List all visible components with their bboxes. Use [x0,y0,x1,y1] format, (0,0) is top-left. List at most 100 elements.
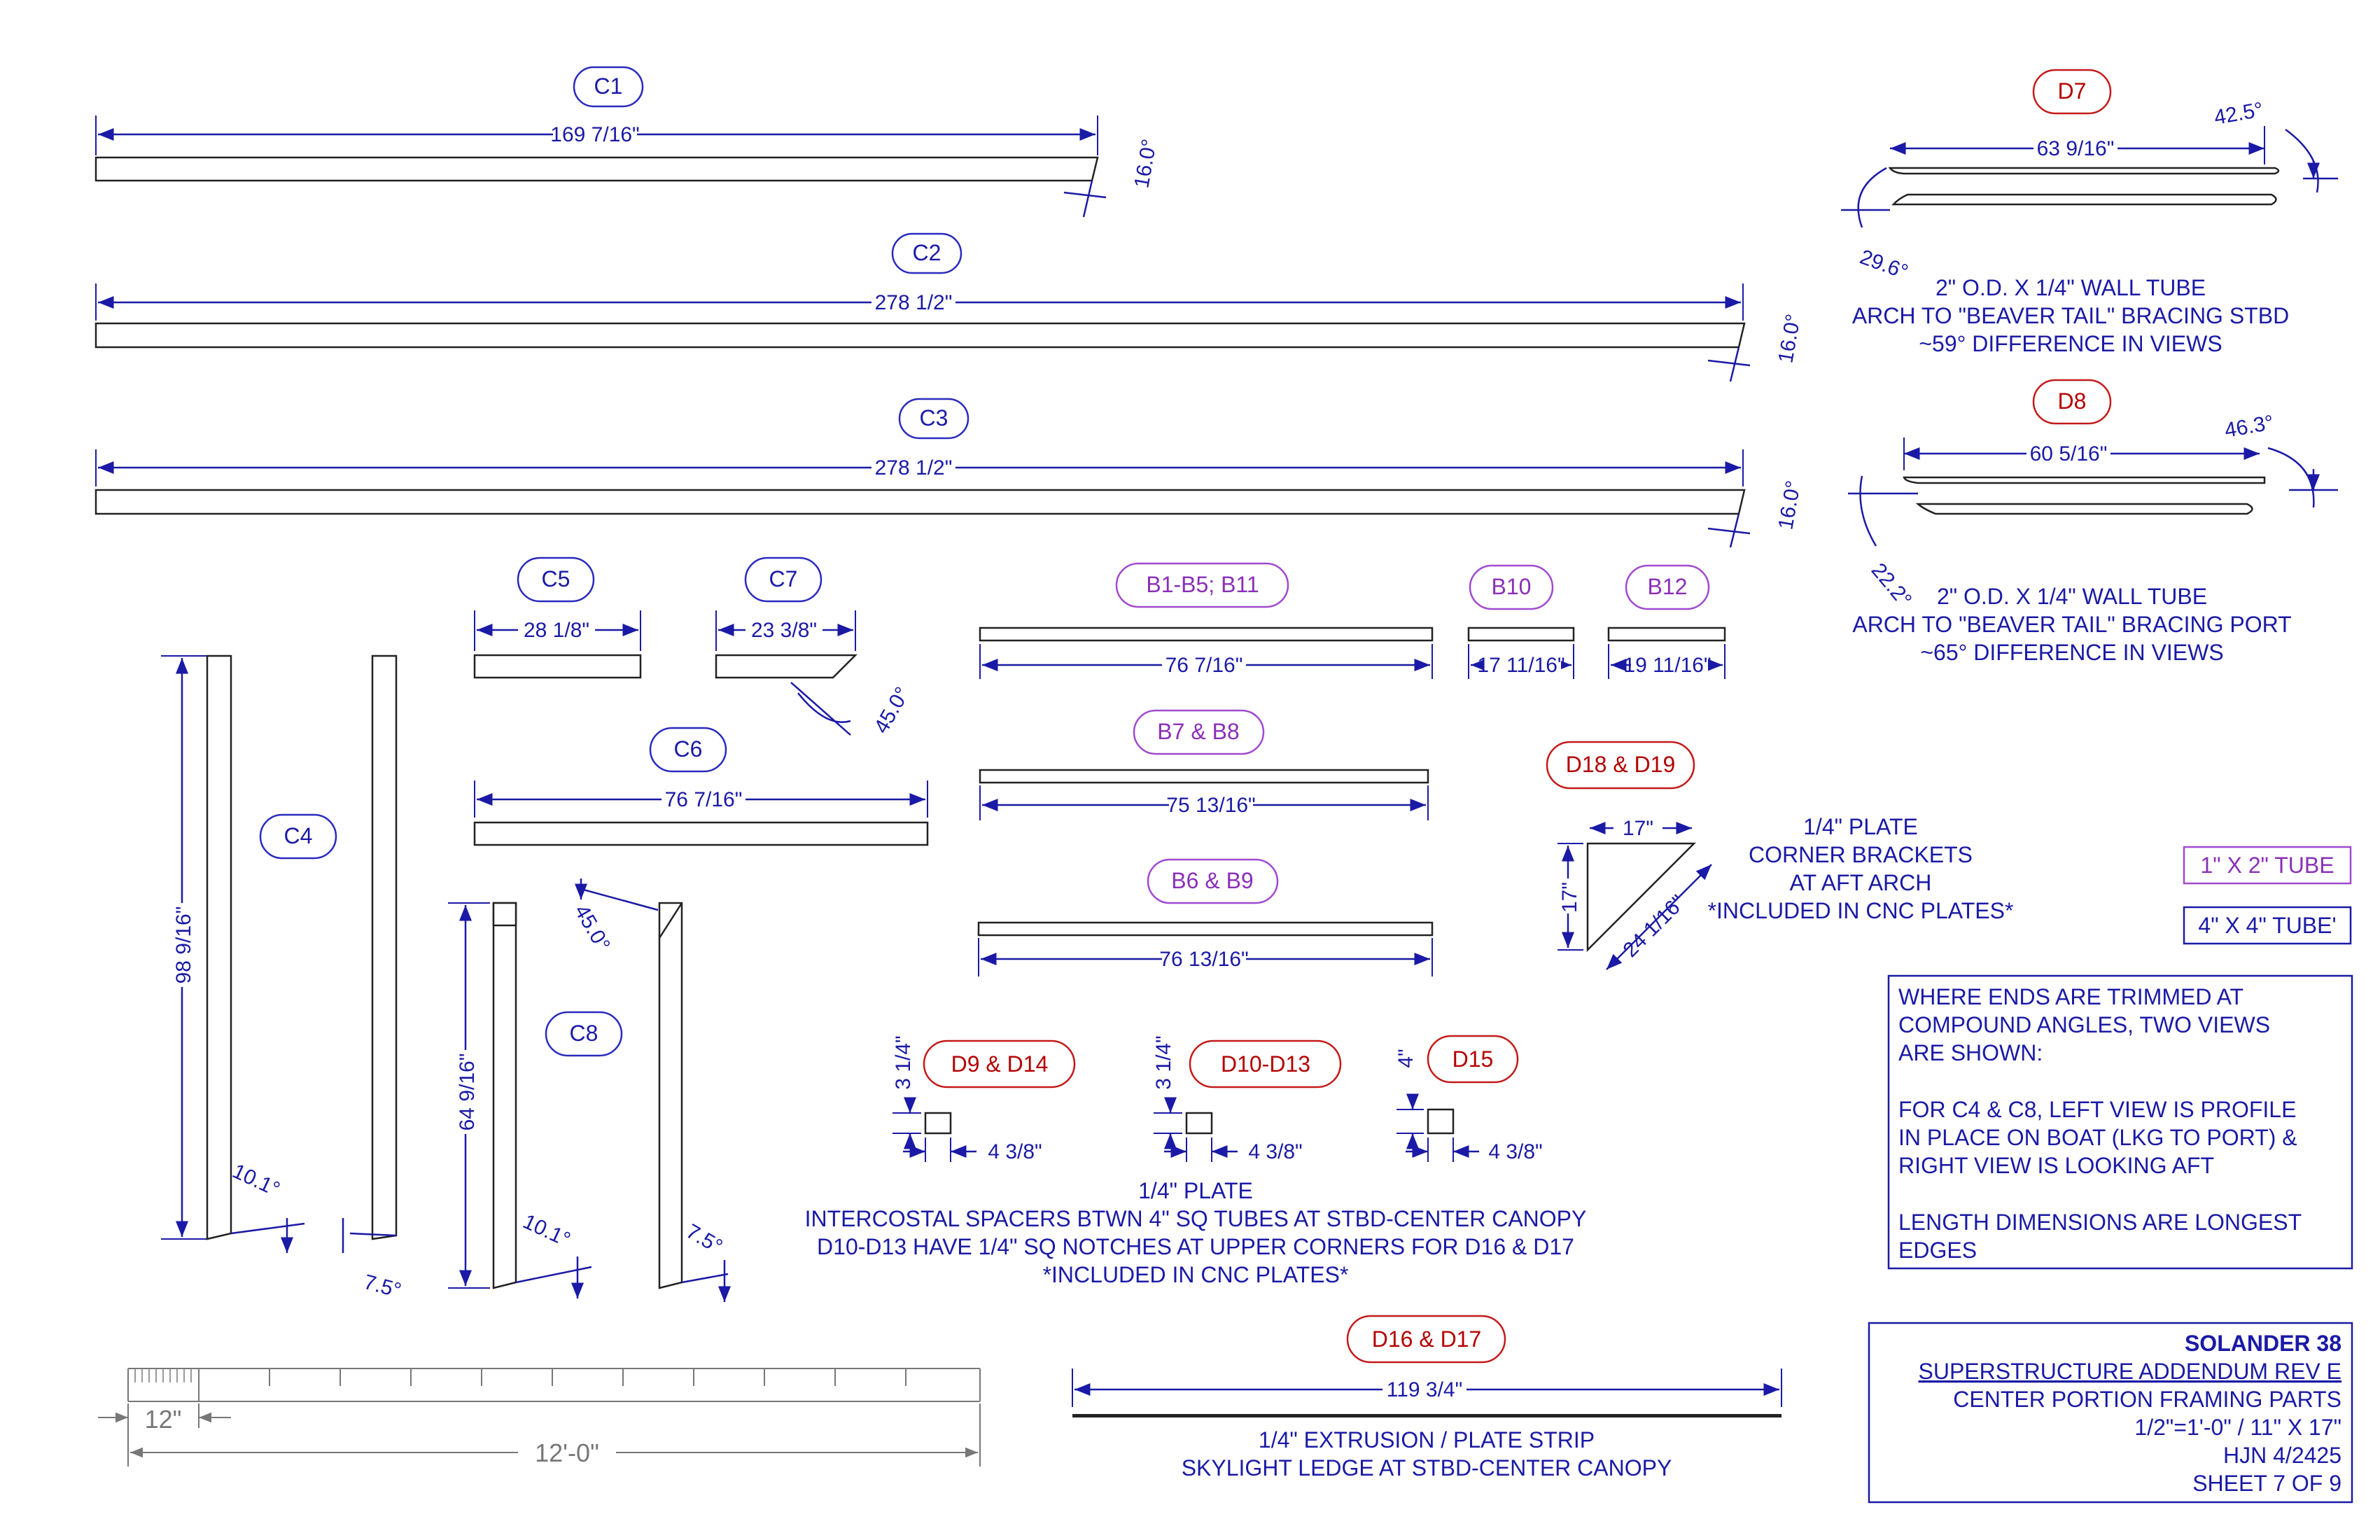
bar-c7 [715,654,858,679]
label-c8: C8 [570,1021,598,1046]
dim-d18-top: 17" [1623,817,1653,840]
dim-c7: 23 3/8" [751,619,817,642]
bar-c8-aft [658,902,683,1289]
label-c4: C4 [284,823,313,848]
angle-c8-b: 7.5° [682,1219,727,1258]
legend-1x2: 1" X 2" TUBE [2200,853,2334,878]
tube-d7-upper [1888,167,2280,175]
dim-c5: 28 1/8" [524,619,589,642]
note-d9-4: *INCLUDED IN CNC PLATES* [1043,1262,1349,1287]
title-project: SOLANDER 38 [2185,1331,2342,1356]
label-b12: B12 [1648,574,1688,599]
bar-c8-profile [492,902,517,1289]
info-line-1: WHERE ENDS ARE TRIMMED AT [1898,984,2244,1009]
plate-d9 [924,1112,952,1135]
part-c6: C6 76 7/16" [473,727,929,846]
dim-d7: 63 9/16" [2037,137,2115,160]
part-c5: C5 28 1/8" [473,556,642,679]
note-d16-1: 1/4" EXTRUSION / PLATE STRIP [1259,1427,1595,1452]
part-c8: C8 64 9/16" 45.0° 10.1° 7.5° [448,878,731,1302]
note-d7-1: 2" O.D. X 1/4" WALL TUBE [1935,275,2206,300]
info-line-10: EDGES [1898,1238,1977,1263]
plate-d15 [1427,1108,1455,1135]
angle-c8-top: 45.0° [570,901,615,955]
note-d9-2: INTERCOSTAL SPACERS BTWN 4" SQ TUBES AT … [805,1206,1587,1231]
part-c3: C3 278 1/2" 16.0° [94,398,1805,548]
angle-c7: 45.0° [869,683,914,737]
bar-b12 [1607,626,1726,642]
info-line-2: COMPOUND ANGLES, TWO VIEWS [1898,1012,2270,1037]
label-b6: B6 & B9 [1171,868,1253,893]
label-c1: C1 [594,74,623,99]
bar-c8-end [492,902,517,927]
part-b12: B12 19 11/16" [1607,564,1726,679]
dim-b7: 75 13/16" [1166,794,1255,817]
info-line-7: RIGHT VIEW IS LOOKING AFT [1898,1153,2214,1178]
note-d18-2: CORNER BRACKETS [1749,842,1973,867]
part-b7: B7 & B8 75 13/16" [979,709,1429,820]
note-d9: 1/4" PLATE INTERCOSTAL SPACERS BTWN 4" S… [805,1178,1587,1287]
info-box: WHERE ENDS ARE TRIMMED AT COMPOUND ANGLE… [1887,974,2353,1270]
dim-d15-h: 4" [1394,1049,1418,1068]
scale-12in: 12" [145,1405,182,1434]
part-b6: B6 & B9 76 13/16" [977,858,1434,976]
legend-4x4: 4" X 4" TUBE' [2198,913,2336,938]
info-line-9: LENGTH DIMENSIONS ARE LONGEST [1898,1210,2302,1235]
dim-c3: 278 1/2" [875,456,953,479]
dim-d18-side: 17" [1558,882,1581,913]
dim-c1: 169 7/16" [550,123,639,146]
label-b1: B1-B5; B11 [1146,572,1259,597]
part-c1: C1 169 7/16" 16.0° [94,66,1161,218]
title-line4: 1/2"=1'-0" / 11" X 17" [2134,1415,2342,1440]
label-d15: D15 [1452,1046,1494,1072]
part-d8: D8 60 5/16" 46.3° 22.2° 2" O.D. X 1/4" W… [1848,379,2338,665]
part-c4: C4 98 9/16" 10.1° 7.5° [161,654,404,1303]
label-d10: D10-D13 [1221,1051,1310,1077]
info-line-6: IN PLACE ON BOAT (LKG TO PORT) & [1898,1125,2297,1150]
note-d16-2: SKYLIGHT LEDGE AT STBD-CENTER CANOPY [1182,1455,1672,1480]
label-d8: D8 [2058,388,2087,414]
part-b10: B10 17 11/16" [1467,564,1575,679]
info-line-3: ARE SHOWN: [1898,1040,2043,1065]
angle-c2: 16.0° [1774,312,1805,365]
dim-d16: 119 3/4" [1387,1378,1463,1401]
angle-c1: 16.0° [1130,137,1161,190]
bar-c5 [473,654,642,679]
angle-d7-a: 42.5° [2212,98,2264,130]
info-line-5: FOR C4 & C8, LEFT VIEW IS PROFILE [1898,1097,2296,1122]
part-d15: D15 4" 4 3/8" [1394,1035,1543,1163]
dim-b12: 19 11/16" [1623,654,1711,677]
bar-c6 [473,821,929,846]
label-c1-bubble [573,66,644,108]
label-c2: C2 [913,240,941,265]
label-c6: C6 [674,736,703,762]
part-c2: C2 278 1/2" 16.0° [94,232,1805,382]
part-d7: D7 63 9/16" 42.5° 29.6° 2" O.D. X 1/4" W… [1841,69,2338,356]
bar-c1 [94,156,1099,182]
dim-b6: 76 13/16" [1159,948,1248,971]
part-b1: B1-B5; B11 76 7/16" [979,562,1434,679]
note-d9-1: 1/4" PLATE [1138,1178,1253,1203]
title-line2: SUPERSTRUCTURE ADDENDUM REV E [1918,1359,2342,1384]
angle-c4-a: 10.1° [229,1159,284,1201]
tube-d8-lower [1915,503,2253,515]
note-d18-1: 1/4" PLATE [1803,814,1918,839]
angle-c3: 16.0° [1774,479,1805,531]
dim-d9-w: 4 3/8" [988,1140,1042,1163]
dim-c6: 76 7/16" [665,788,743,811]
label-b10: B10 [1492,574,1532,599]
angle-c8-a: 10.1° [519,1210,574,1252]
label-d7: D7 [2058,78,2087,104]
label-c7: C7 [769,566,798,592]
tube-d7-lower [1891,193,2277,206]
part-d9: D9 & D14 3 1/4" 4 3/8" [892,1035,1076,1163]
angle-d7-b: 29.6° [1857,246,1911,284]
note-d8-1: 2" O.D. X 1/4" WALL TUBE [1937,584,2207,609]
label-c5: C5 [542,566,570,592]
note-d7-2: ARCH TO "BEAVER TAIL" BRACING STBD [1852,303,2289,328]
angle-d8-b: 22.2° [1867,559,1917,611]
dim-d10-w: 4 3/8" [1248,1140,1302,1163]
dim-d8: 60 5/16" [2030,442,2108,465]
dim-b10: 17 11/16" [1477,654,1564,677]
